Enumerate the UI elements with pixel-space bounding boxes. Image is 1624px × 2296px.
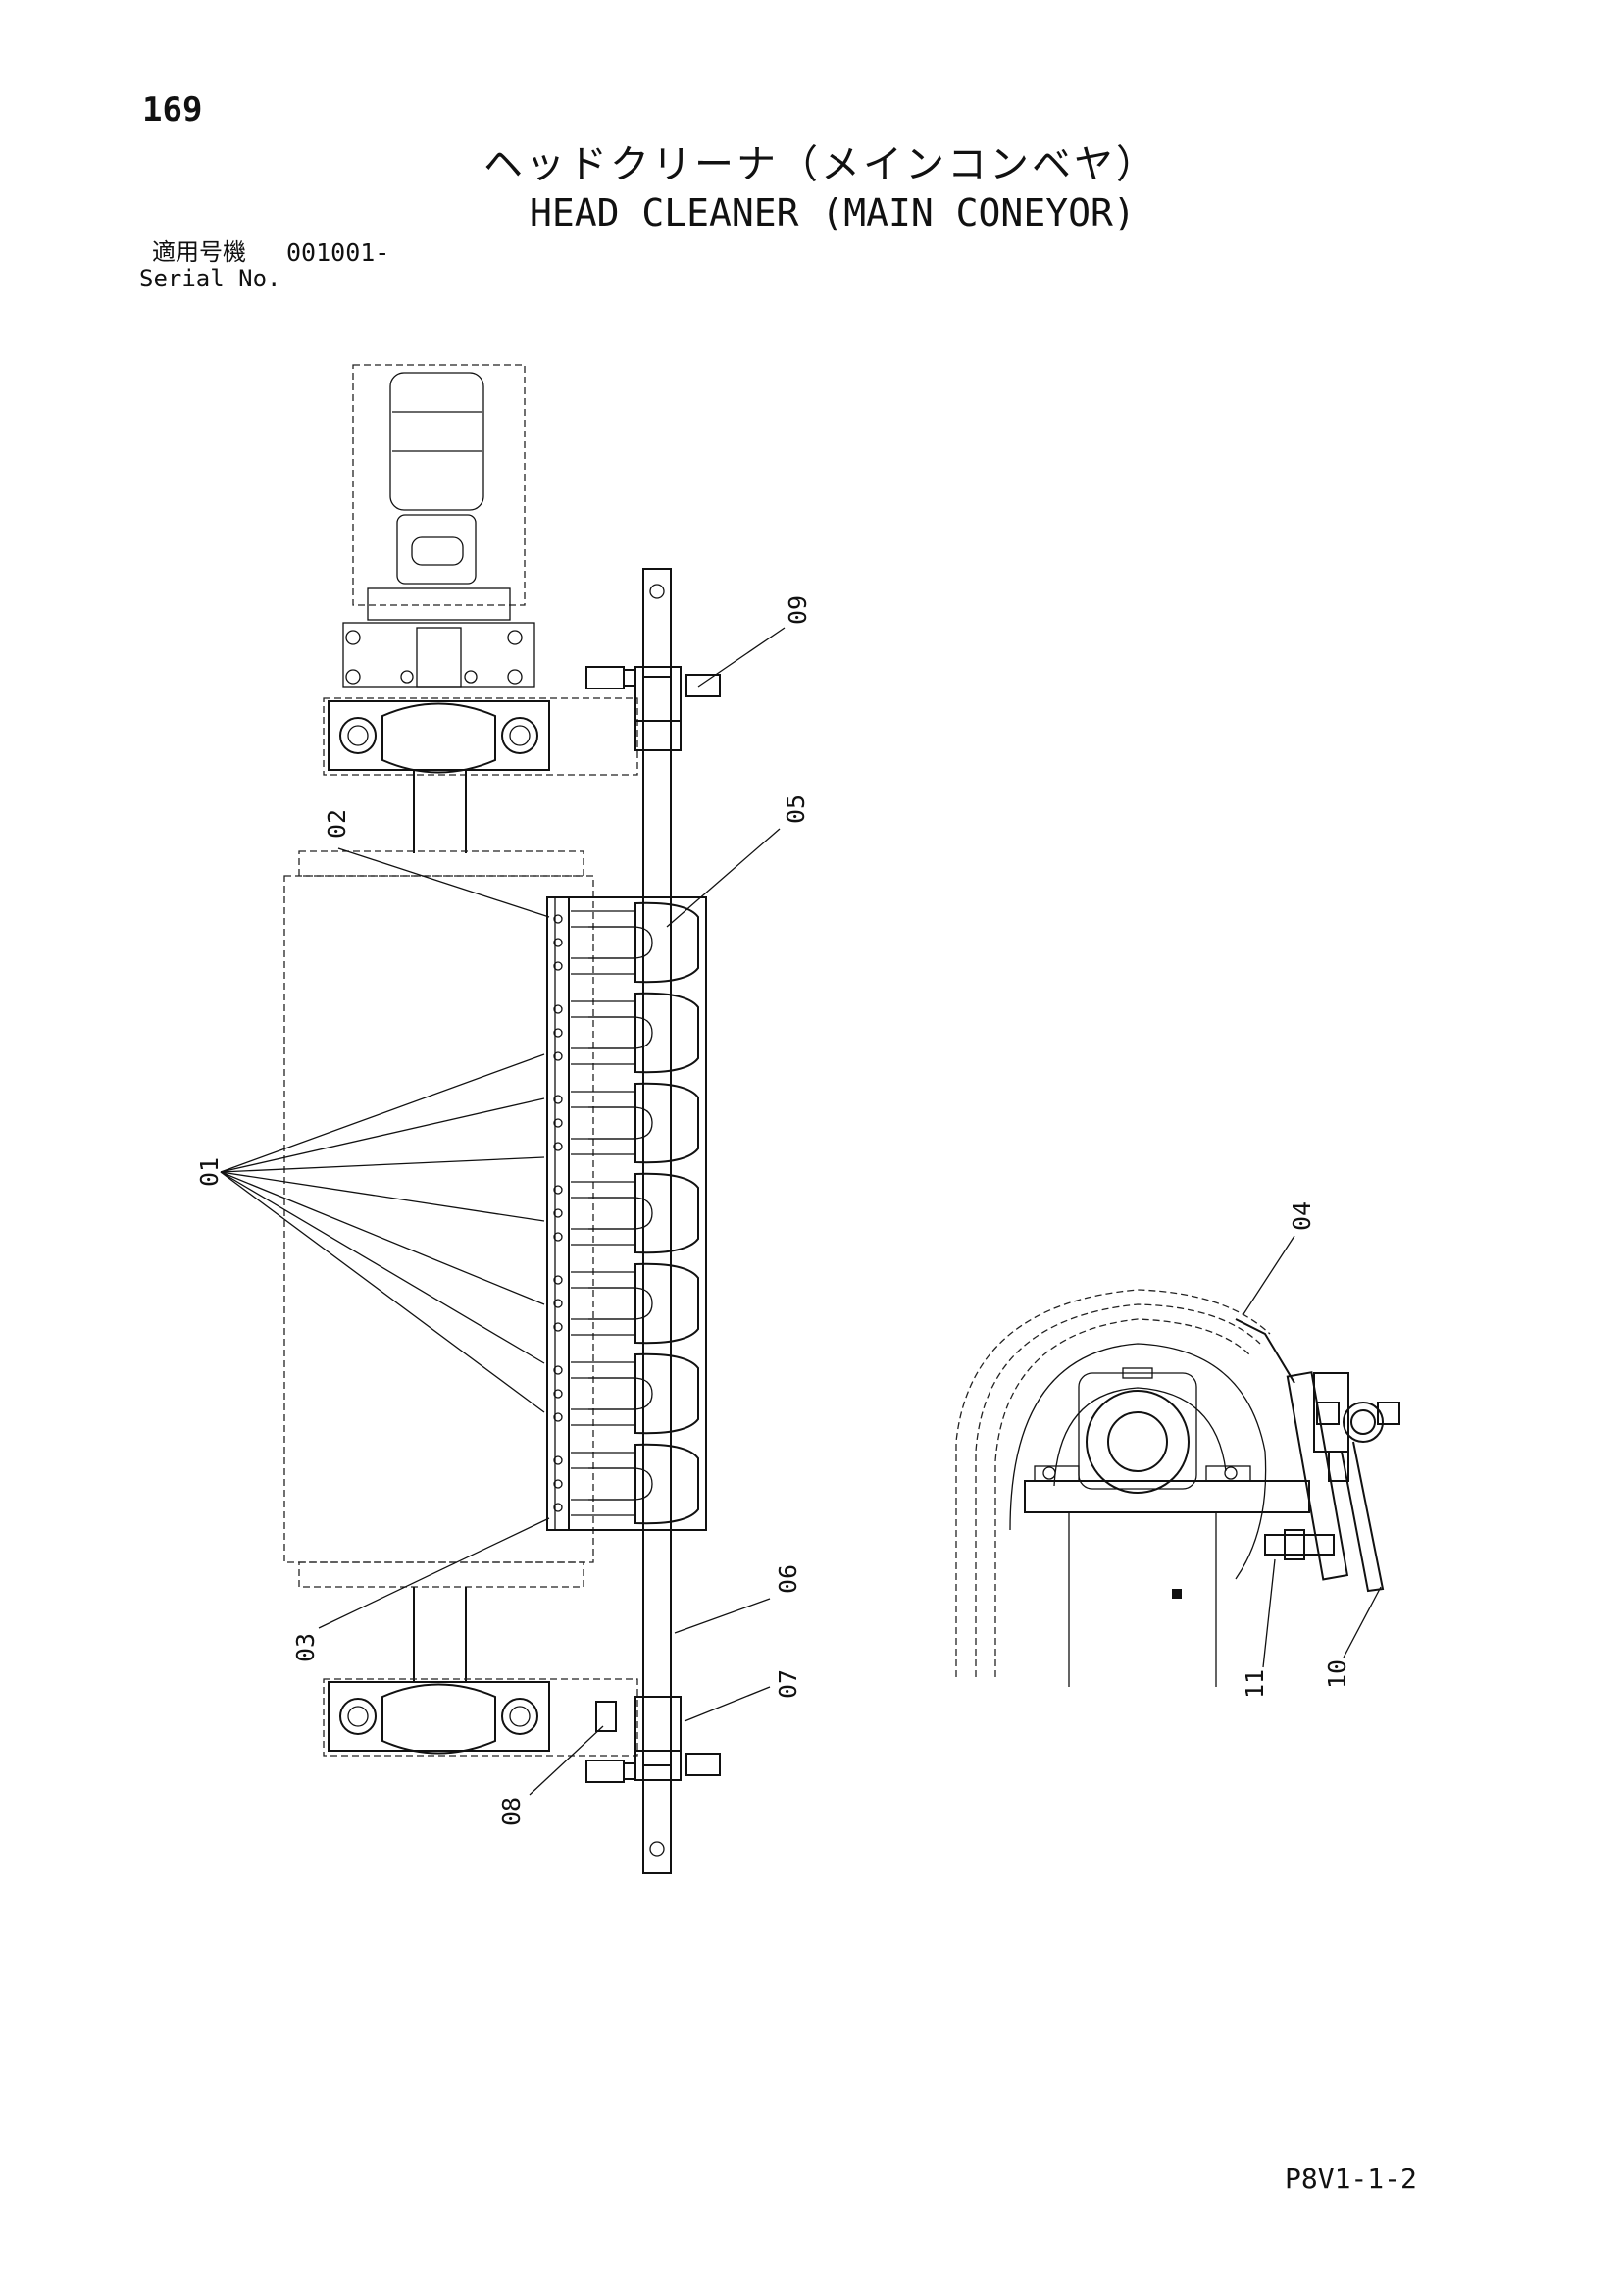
callout-10: 10 bbox=[1323, 1659, 1351, 1689]
callouts: 01 02 03 04 05 06 07 08 09 10 11 bbox=[195, 595, 1351, 1826]
callout-03: 03 bbox=[291, 1633, 320, 1662]
side-view bbox=[955, 1289, 1400, 1687]
callout-04: 04 bbox=[1288, 1201, 1316, 1231]
callout-08: 08 bbox=[497, 1797, 526, 1826]
serial-label-english: Serial No. bbox=[139, 265, 281, 292]
scraper-blade-segment bbox=[553, 901, 699, 984]
leader-lines bbox=[220, 627, 1382, 1796]
callout-06: 06 bbox=[774, 1564, 802, 1594]
scraper-blade-segment bbox=[553, 1262, 699, 1345]
scraper-blade-segment bbox=[553, 1172, 699, 1254]
callout-02: 02 bbox=[323, 809, 351, 839]
page-number: 169 bbox=[142, 90, 203, 129]
scraper-blade-segment bbox=[553, 992, 699, 1074]
drawing-code: P8V1-1-2 bbox=[1285, 2163, 1417, 2195]
cleaner-shaft bbox=[585, 568, 721, 1874]
scraper-assembly bbox=[546, 896, 707, 1531]
serial-value: 001001- bbox=[286, 238, 390, 267]
callout-07: 07 bbox=[774, 1669, 802, 1699]
title-english: HEAD CLEANER (MAIN CONEYOR) bbox=[530, 191, 1136, 234]
head-pulley-drum bbox=[283, 850, 594, 1682]
title-japanese: ヘッドクリーナ（メインコンベヤ） bbox=[483, 142, 1158, 187]
lower-bearing bbox=[323, 1678, 638, 1757]
scraper-blade-segment bbox=[553, 1352, 699, 1435]
serial-label-japanese: 適用号機 bbox=[152, 238, 246, 266]
callout-01: 01 bbox=[195, 1157, 224, 1187]
callout-05: 05 bbox=[782, 794, 810, 824]
callout-11: 11 bbox=[1241, 1669, 1269, 1699]
scraper-blade-segment bbox=[553, 1082, 699, 1164]
scraper-blade-segment bbox=[553, 1443, 699, 1525]
drive-motor bbox=[323, 364, 638, 853]
callout-09: 09 bbox=[784, 595, 812, 625]
